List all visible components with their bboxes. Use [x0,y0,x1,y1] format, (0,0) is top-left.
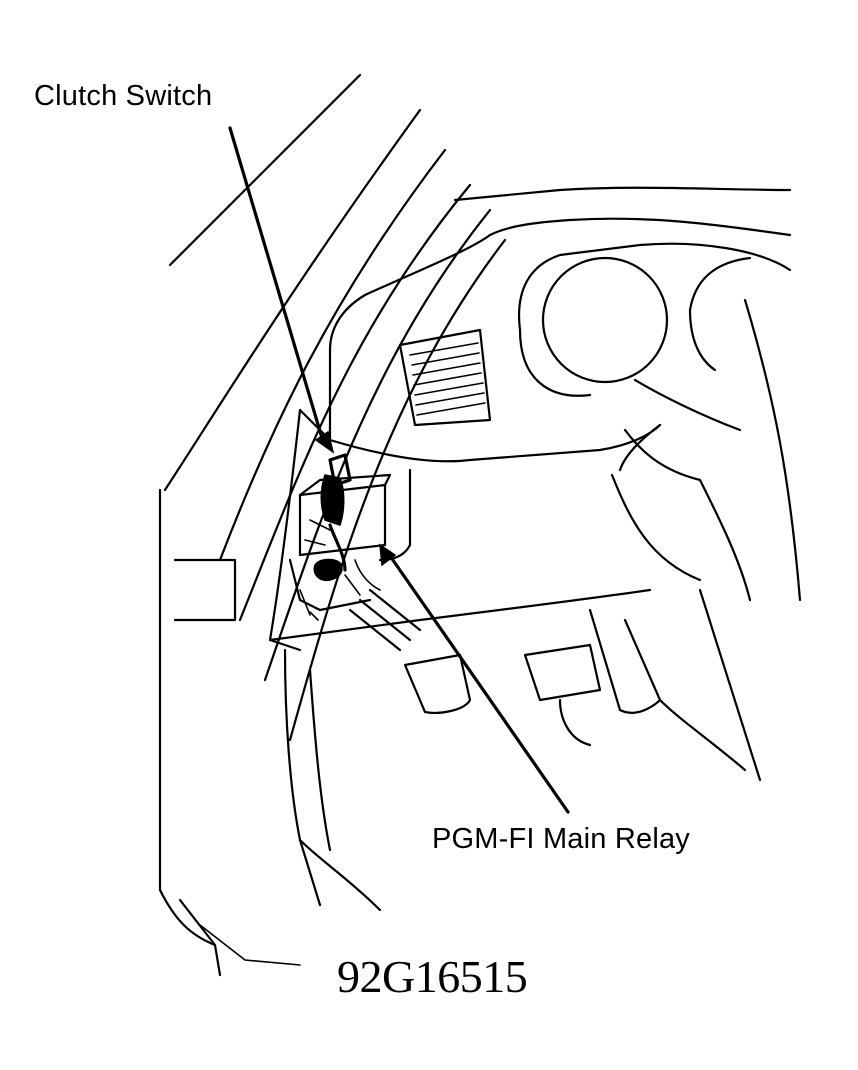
door-edge [158,488,301,977]
main-relay-arrow [379,543,570,814]
steering-column [518,298,802,602]
relay-box [288,453,392,621]
clutch-switch-label: Clutch Switch [34,80,213,112]
clutch-switch-arrow [228,126,335,454]
a-pillar [163,73,507,742]
main-relay-label: PGM-FI Main Relay [432,823,690,855]
figure-number: 92G16515 [337,951,528,1002]
pedal-assembly [348,588,762,782]
air-vent [398,328,492,427]
floor-sill [283,648,382,912]
dashboard-top [328,186,792,463]
instrument-cluster [518,242,792,384]
